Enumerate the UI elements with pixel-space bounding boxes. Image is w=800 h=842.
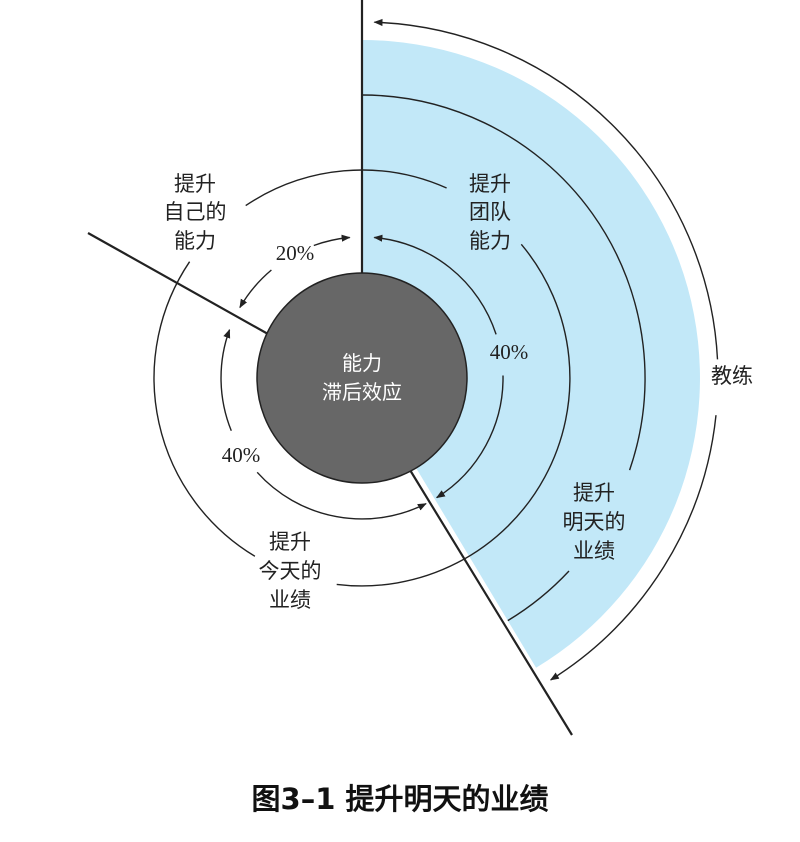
today-percent-arrow-upper <box>220 328 232 432</box>
coaching-sector <box>362 40 700 668</box>
core-label-line1: 能力 <box>342 351 382 375</box>
figure-caption: 图3–1 提升明天的业绩 <box>251 782 549 816</box>
tomorrow-label-3: 业绩 <box>573 539 615 563</box>
self-percent-arrow-right <box>313 234 351 247</box>
team-percent-arrow-upper <box>373 234 497 335</box>
today-percent: 40% <box>222 443 261 467</box>
self-label-3: 能力 <box>174 229 216 253</box>
team-label-3: 能力 <box>469 229 511 253</box>
today-percent-arrow-lower <box>256 471 427 520</box>
today-label-3: 业绩 <box>269 588 311 612</box>
tomorrow-arc-upper <box>361 94 646 471</box>
left-divider <box>87 232 269 335</box>
team-percent-arrow-lower <box>435 375 504 499</box>
ability-lag-core <box>256 272 468 484</box>
today-label-1: 提升 <box>269 530 311 554</box>
self-label-1: 提升 <box>174 172 216 196</box>
coach-arrow-lower <box>549 415 717 681</box>
tomorrow-arc-lower <box>507 570 570 622</box>
self-percent: 20% <box>276 241 315 265</box>
tomorrow-label-1: 提升 <box>573 481 615 505</box>
team-label-2: 团队 <box>469 200 511 224</box>
coach-label: 教练 <box>711 364 753 388</box>
team-label-1: 提升 <box>469 172 511 196</box>
team-circle-right <box>336 243 571 587</box>
right-divider <box>409 469 573 736</box>
self-label-2: 自己的 <box>164 200 227 224</box>
self-circle-top <box>245 169 447 207</box>
self-percent-arrow-left <box>239 269 272 309</box>
today-label-2: 今天的 <box>259 559 322 583</box>
tomorrow-label-2: 明天的 <box>563 510 626 534</box>
coach-arrow-upper <box>373 18 719 360</box>
self-circle-left <box>153 261 256 557</box>
team-percent: 40% <box>490 340 529 364</box>
core-label-line2: 滞后效应 <box>322 380 402 404</box>
